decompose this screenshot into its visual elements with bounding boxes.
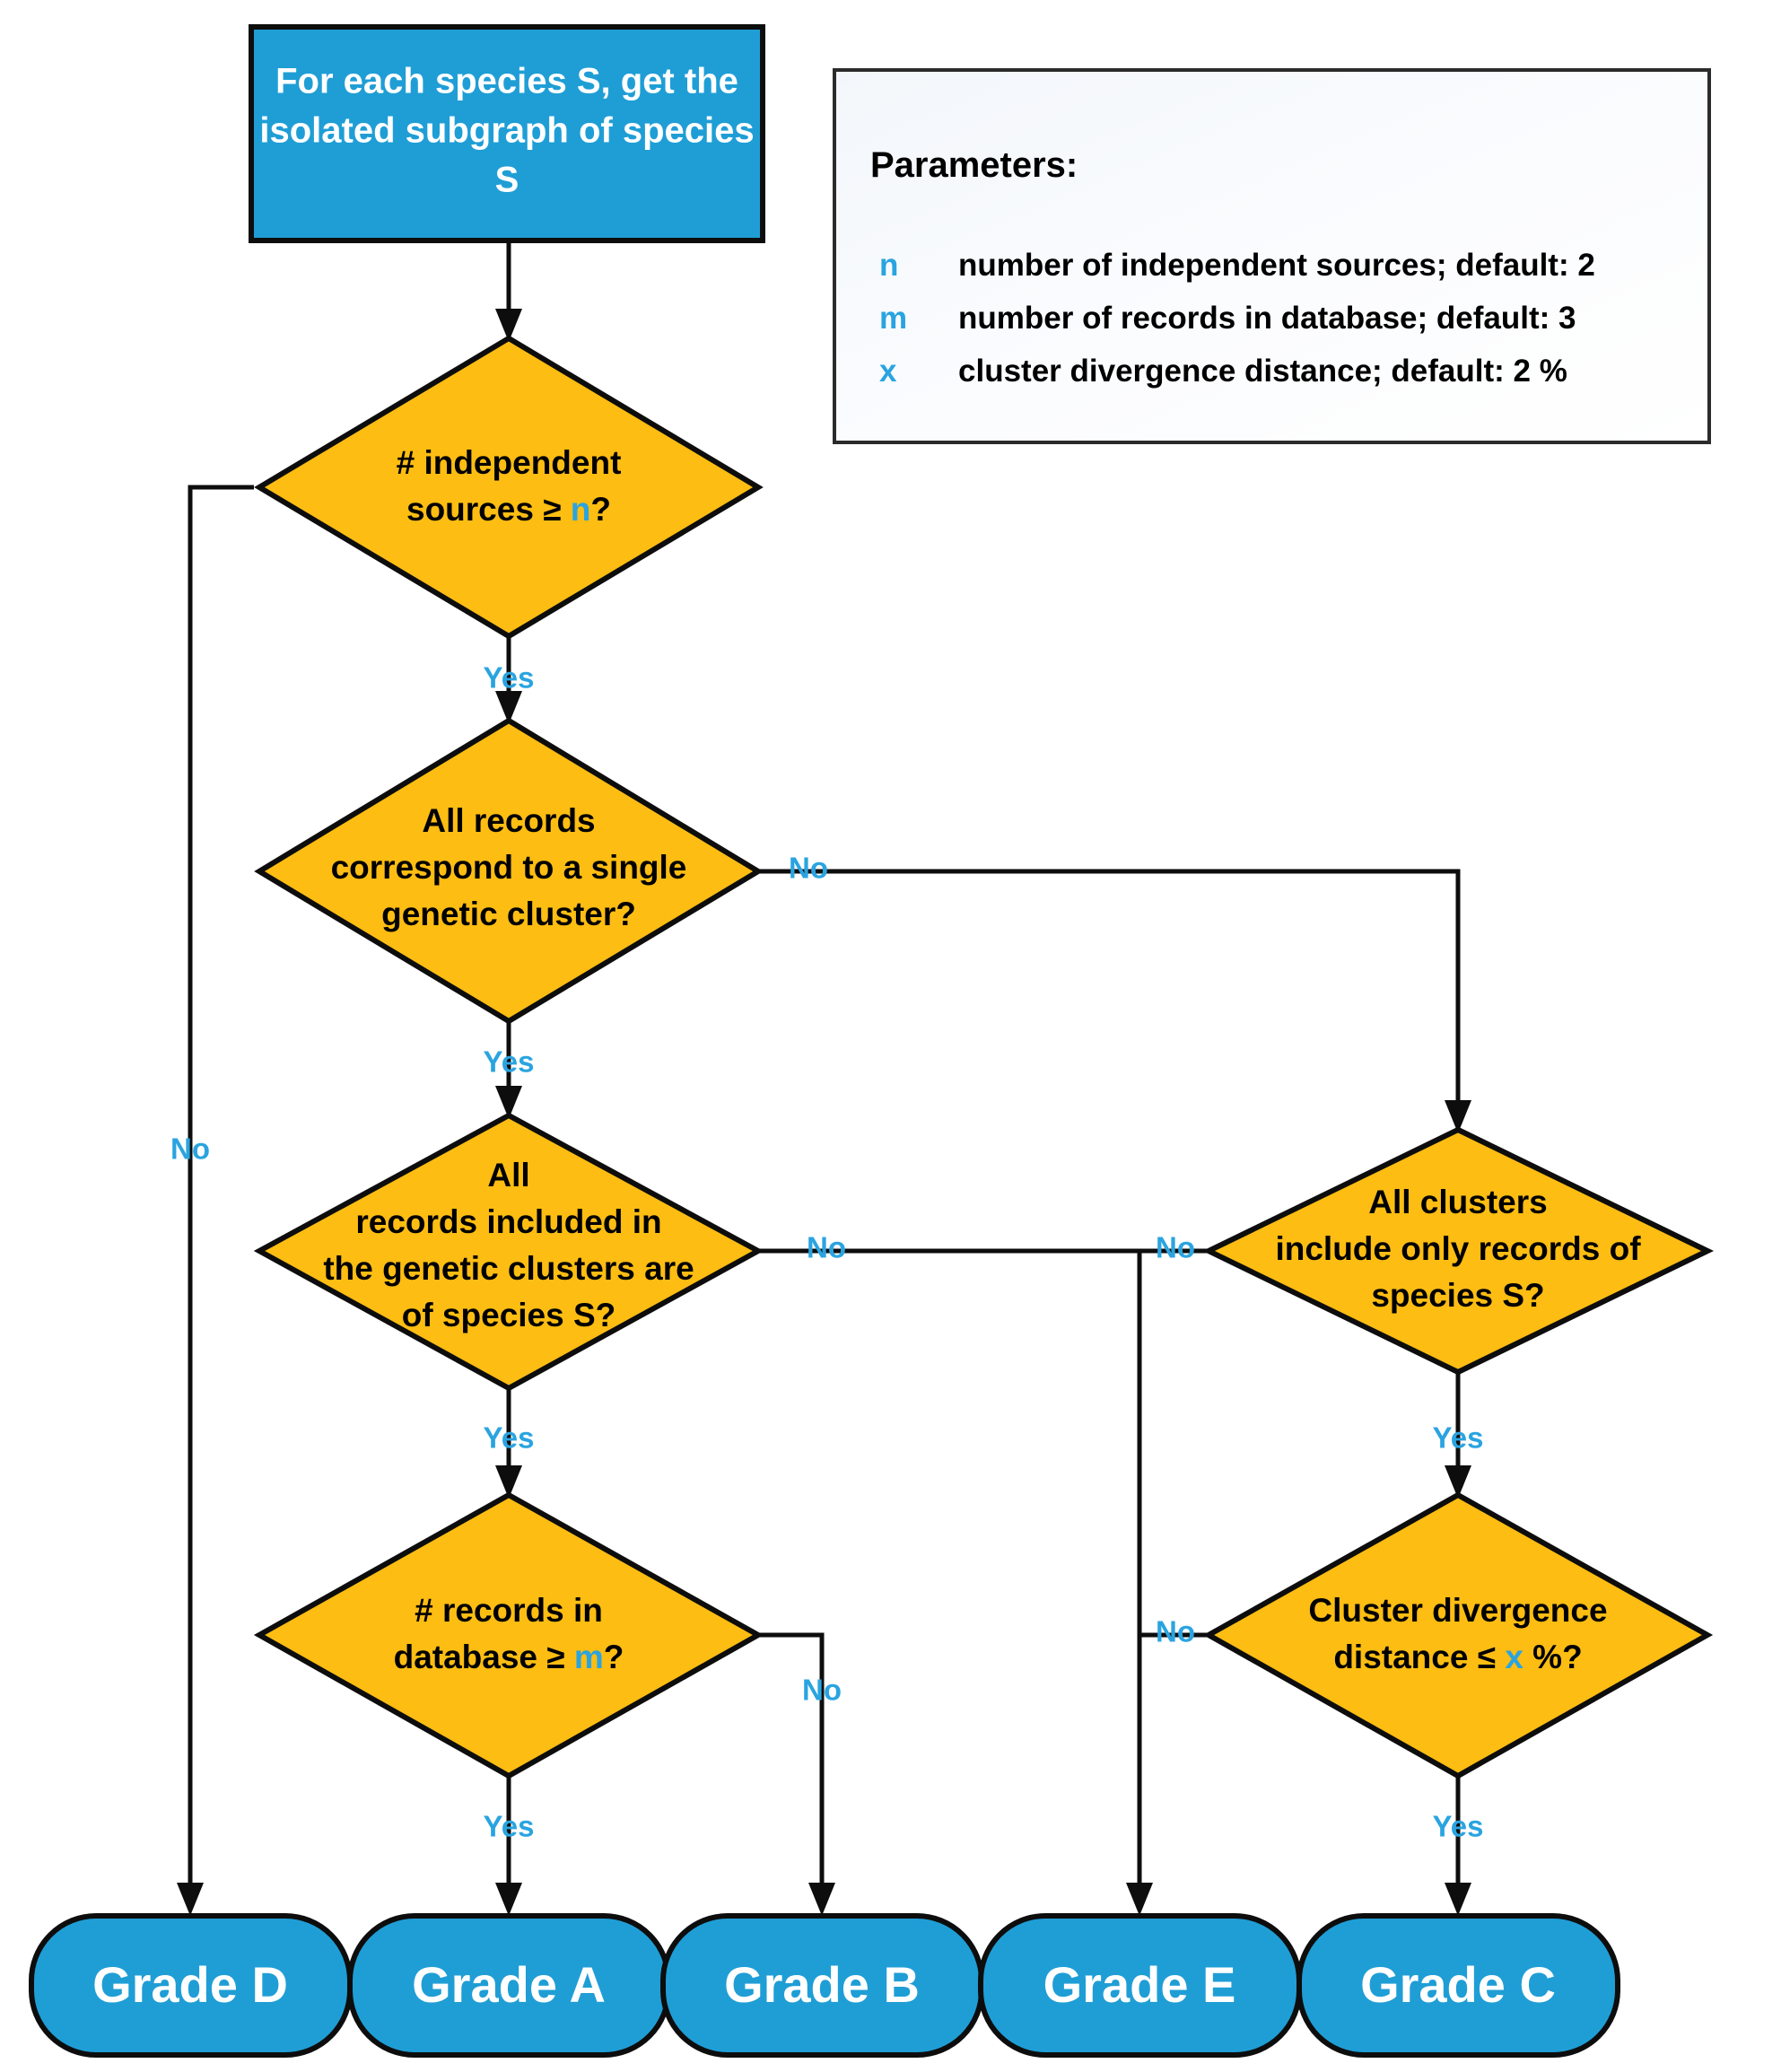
parameter-description-m: number of records in database; default: … <box>958 301 1576 336</box>
grade-d-label: Grade D <box>92 1956 288 2013</box>
grade-e-label: Grade E <box>1043 1956 1236 2013</box>
decision-records-species-line-4: of species S? <box>402 1297 616 1333</box>
outcome-grade-c[interactable]: Grade C <box>1296 1913 1620 2058</box>
edge-label-single-cluster-no: No <box>789 852 828 885</box>
edge-label-sources-no: No <box>170 1132 210 1166</box>
node-start-process[interactable]: For each species S, get the isolated sub… <box>249 24 765 243</box>
grade-c-label: Grade C <box>1360 1956 1556 2013</box>
edge-label-records-species-yes: Yes <box>484 1421 535 1455</box>
sources-text-pre: sources ≥ <box>406 491 571 528</box>
records-count-text-post: ? <box>604 1639 624 1675</box>
decision-records-count-line-1: # records in <box>415 1592 603 1629</box>
decision-clusters-only-species-outline <box>1202 1126 1714 1376</box>
parameter-symbol-n: n <box>879 248 898 283</box>
decision-records-species-line-1: All <box>487 1157 529 1193</box>
grade-c-shape <box>1296 1913 1620 2058</box>
decision-single-cluster-line-1: All records <box>422 802 595 839</box>
records-count-variable-m: m <box>574 1639 604 1675</box>
decision-cluster-divergence-line-2: distance ≤ x %? <box>1333 1639 1582 1675</box>
decision-records-count-shape <box>253 1491 764 1779</box>
edge-label-clusters-only-no: No <box>1156 1231 1195 1264</box>
records-count-text-pre: database ≥ <box>394 1639 574 1675</box>
sources-variable-n: n <box>571 491 591 528</box>
decision-independent-sources-line-1: # independent <box>397 444 622 481</box>
parameter-description-x: cluster divergence distance; default: 2 … <box>958 354 1567 389</box>
edge-label-records-count-no: No <box>802 1674 842 1707</box>
edge-labels: Yes No No Yes No Yes No Yes No Yes No Ye… <box>170 661 1483 1843</box>
decision-cluster-divergence-line-1: Cluster divergence <box>1308 1592 1607 1629</box>
edge-label-records-count-yes: Yes <box>484 1810 535 1843</box>
decision-single-cluster-line-2: correspond to a single <box>331 849 687 886</box>
decision-clusters-only-species-line-3: species S? <box>1371 1277 1544 1314</box>
edge-label-sources-yes: Yes <box>484 661 535 695</box>
decision-single-cluster-line-3: genetic cluster? <box>381 896 636 932</box>
parameters-panel-box <box>833 68 1711 444</box>
edge-label-divergence-yes: Yes <box>1433 1810 1484 1843</box>
decision-single-cluster-shape <box>254 717 764 1025</box>
parameters-panel: Parameters: n number of independent sour… <box>833 68 1711 444</box>
node-decision-clusters-only-species[interactable]: All clusters include only records of spe… <box>1202 1126 1714 1376</box>
node-decision-records-count[interactable]: # records in database ≥ m? <box>253 1491 764 1779</box>
edge-records-count-no-to-grade-b <box>755 1632 835 1916</box>
edge-sources-no-to-grade-d <box>176 485 254 1916</box>
outcome-grade-b[interactable]: Grade B <box>660 1913 984 2058</box>
outcome-grade-d[interactable]: Grade D <box>29 1913 353 2058</box>
divergence-text-pre: distance ≤ <box>1333 1639 1505 1675</box>
start-node-line-3: S <box>495 161 519 200</box>
parameter-symbol-m: m <box>879 301 907 336</box>
sources-text-post: ? <box>590 491 611 528</box>
outcome-grade-e[interactable]: Grade E <box>978 1913 1302 2058</box>
edge-single-cluster-no-to-clusters-only <box>755 869 1471 1133</box>
parameters-heading: Parameters: <box>870 145 1078 185</box>
edge-label-single-cluster-yes: Yes <box>484 1045 535 1079</box>
decision-independent-sources-shape <box>254 335 764 640</box>
edge-label-clusters-only-yes: Yes <box>1433 1421 1484 1455</box>
divergence-text-post: %? <box>1523 1639 1583 1675</box>
node-decision-single-cluster[interactable]: All records correspond to a single genet… <box>254 717 764 1025</box>
edge-label-records-species-no: No <box>807 1231 846 1264</box>
decision-records-species-line-2: records included in <box>355 1203 661 1240</box>
start-node-line-1: For each species S, get the <box>275 62 738 101</box>
node-decision-cluster-divergence[interactable]: Cluster divergence distance ≤ x %? <box>1202 1491 1714 1779</box>
connectors <box>176 240 1471 1916</box>
divergence-variable-x: x <box>1505 1639 1523 1675</box>
grade-a-label: Grade A <box>412 1956 606 2013</box>
decision-independent-sources-line-2: sources ≥ n? <box>406 491 611 528</box>
start-node-shape <box>249 24 765 243</box>
decision-clusters-only-species-line-1: All clusters <box>1368 1184 1547 1220</box>
parameter-symbol-x: x <box>879 354 897 389</box>
grade-b-label: Grade B <box>724 1956 920 2013</box>
parameter-description-n: number of independent sources; default: … <box>958 248 1595 283</box>
decision-cluster-divergence-shape <box>1202 1491 1714 1779</box>
decision-records-species-shape <box>253 1112 764 1392</box>
edge-label-divergence-no: No <box>1156 1615 1195 1648</box>
start-node-line-2: isolated subgraph of species <box>259 111 754 151</box>
decision-records-species-line-3: the genetic clusters are <box>323 1250 694 1287</box>
node-decision-independent-sources[interactable]: # independent sources ≥ n? <box>254 335 764 640</box>
decision-clusters-only-species-line-2: include only records of <box>1275 1230 1641 1267</box>
decision-records-count-line-2: database ≥ m? <box>394 1639 624 1675</box>
outcome-grade-a[interactable]: Grade A <box>347 1913 671 2058</box>
node-decision-records-species[interactable]: All records included in the genetic clus… <box>253 1112 764 1392</box>
